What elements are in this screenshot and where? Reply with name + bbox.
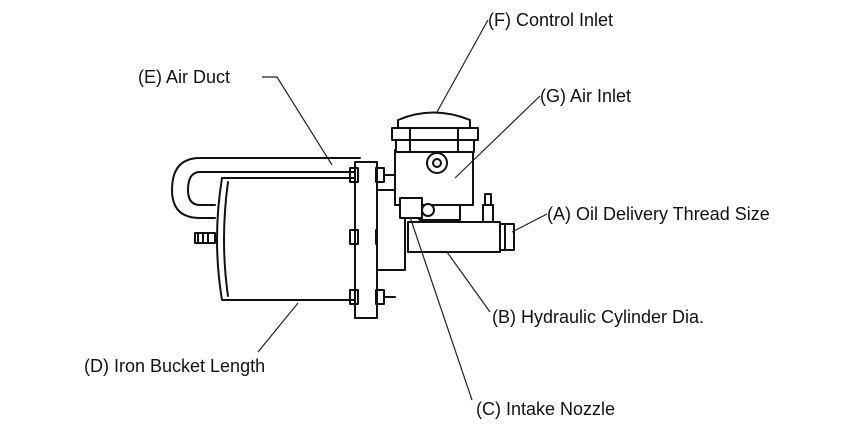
control-inlet-valve [391, 111, 479, 153]
leader-air-duct [262, 76, 333, 166]
label-intake-nozzle: (C) Intake Nozzle [476, 399, 616, 419]
air-inlet-port [426, 152, 448, 174]
label-air-inlet: (G) Air Inlet [540, 86, 632, 106]
label-iron-bucket: (D) Iron Bucket Length [84, 356, 266, 376]
intake-nozzle [399, 197, 435, 219]
label-oil-delivery: (A) Oil Delivery Thread Size [547, 204, 770, 224]
leader-oil-delivery [511, 213, 548, 233]
iron-bucket [216, 177, 356, 301]
air-duct-pipe [171, 157, 361, 219]
bleed-nipple [482, 193, 494, 223]
left-bolt [194, 232, 216, 244]
leader-control-inlet [436, 19, 489, 113]
leader-air-inlet [454, 95, 541, 179]
label-air-duct: (E) Air Duct [138, 67, 231, 87]
leader-intake-nozzle [409, 216, 473, 401]
leader-hydraulic-cylinder [446, 251, 491, 313]
label-control-inlet: (F) Control Inlet [488, 10, 614, 30]
leader-iron-bucket [257, 302, 299, 353]
mounting-flange [349, 161, 396, 319]
hydraulic-cylinder [407, 221, 515, 253]
label-hydraulic-cylinder: (B) Hydraulic Cylinder Dia. [492, 307, 705, 327]
